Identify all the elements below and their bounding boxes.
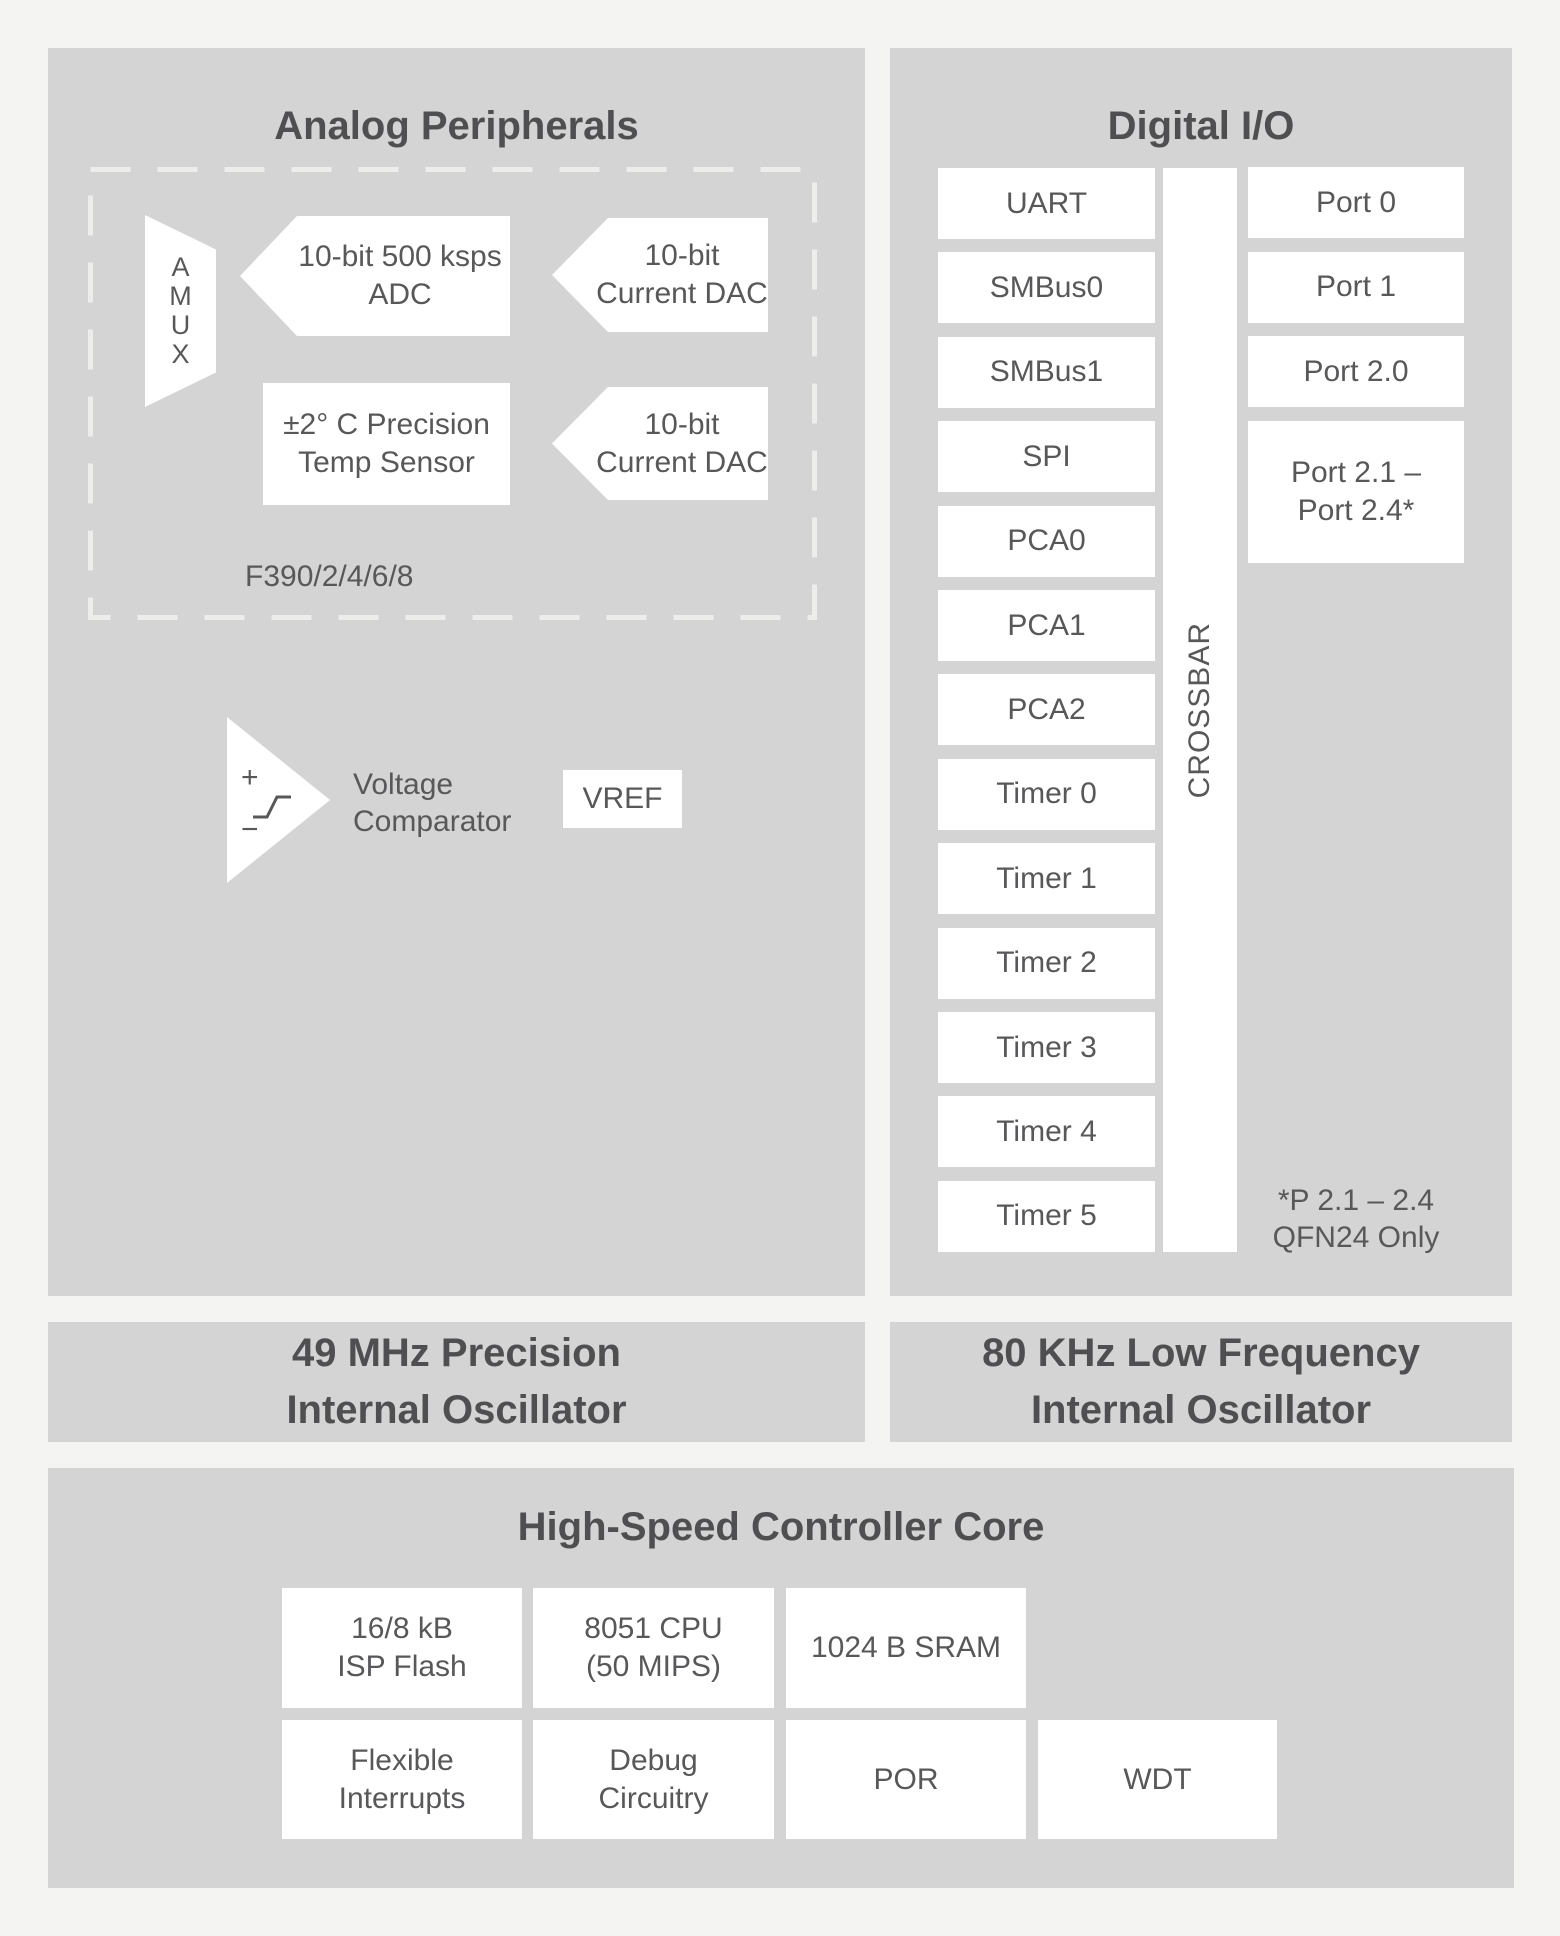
low-frequency-oscillator-label: 80 KHz Low Frequency Internal Oscillator	[982, 1331, 1420, 1432]
box-label: SMBus0	[989, 270, 1104, 304]
box-label: Timer 3	[996, 1030, 1097, 1064]
box-label: Debug Circuitry	[598, 1743, 709, 1815]
digital-io-panel: Digital I/O UART SMBus0 SMBus1 SPI PCA0 …	[890, 48, 1512, 1296]
box-label: Timer 0	[996, 777, 1097, 811]
box-label: PCA1	[1007, 608, 1086, 642]
box-port1: Port 1	[1248, 251, 1464, 323]
comparator-plus-sign: +	[241, 761, 259, 794]
box-timer5: Timer 5	[938, 1180, 1155, 1252]
precision-oscillator-bar: 49 MHz Precision Internal Oscillator	[48, 1322, 865, 1442]
hysteresis-icon	[253, 795, 291, 819]
box-wdt: WDT	[1038, 1720, 1277, 1839]
crossbar-bar: CROSSBAR	[1163, 168, 1237, 1252]
box-label: 1024 B SRAM	[810, 1631, 1002, 1664]
box-label: SPI	[1022, 439, 1071, 473]
box-label: Port 2.1 – Port 2.4*	[1290, 455, 1422, 527]
box-label: Port 2.0	[1303, 354, 1409, 388]
box-label: WDT	[1123, 1762, 1192, 1796]
family-label: F390/2/4/6/8	[245, 560, 414, 593]
box-port0: Port 0	[1248, 167, 1464, 238]
box-smbus0: SMBus0	[938, 252, 1155, 324]
adc-label: 10-bit 500 ksps ADC	[298, 240, 502, 311]
box-label: UART	[1005, 186, 1088, 220]
box-interrupts: Flexible Interrupts	[282, 1720, 522, 1839]
box-timer2: Timer 2	[938, 927, 1155, 999]
box-uart: UART	[938, 168, 1155, 239]
box-timer0: Timer 0	[938, 758, 1155, 830]
current-dac-2-label: 10-bit Current DAC	[596, 407, 768, 479]
box-sram: 1024 B SRAM	[786, 1588, 1026, 1708]
box-timer4: Timer 4	[938, 1096, 1155, 1168]
box-pca2: PCA2	[938, 674, 1155, 746]
box-isp-flash: 16/8 kB ISP Flash	[282, 1588, 522, 1708]
qfn24-footnote: *P 2.1 – 2.4 QFN24 Only	[1272, 1184, 1440, 1254]
controller-core-panel: High-Speed Controller Core 16/8 kB ISP F…	[48, 1468, 1514, 1888]
box-label: Timer 2	[996, 946, 1097, 980]
adc-box: 10-bit 500 ksps ADC	[240, 216, 510, 336]
box-por: POR	[786, 1720, 1026, 1839]
box-label: Timer 4	[996, 1114, 1097, 1148]
dashed-region-border	[88, 167, 817, 620]
low-frequency-oscillator-bar: 80 KHz Low Frequency Internal Oscillator	[890, 1322, 1512, 1442]
crossbar-label: CROSSBAR	[1183, 621, 1216, 799]
box-pca0: PCA0	[938, 505, 1155, 577]
box-smbus1: SMBus1	[938, 336, 1155, 408]
box-label: Port 0	[1315, 185, 1397, 219]
temp-sensor-label: ±2° C Precision Temp Sensor	[283, 408, 490, 479]
comparator-minus-sign: −	[241, 813, 259, 846]
box-label: SMBus1	[989, 355, 1104, 389]
box-debug: Debug Circuitry	[533, 1720, 774, 1839]
box-port2-1-to-2-4: Port 2.1 – Port 2.4*	[1248, 420, 1464, 563]
amux-label: A M U X	[169, 252, 192, 369]
box-timer1: Timer 1	[938, 843, 1155, 915]
box-port2-0: Port 2.0	[1248, 336, 1464, 407]
peripheral-column: UART SMBus0 SMBus1 SPI PCA0 PCA1 PCA2 Ti…	[938, 168, 1155, 1252]
box-spi: SPI	[938, 421, 1155, 493]
digital-io-title: Digital I/O	[1107, 104, 1295, 148]
box-label: POR	[873, 1762, 939, 1796]
box-pca1: PCA1	[938, 590, 1155, 662]
amux-shape: A M U X	[145, 215, 216, 407]
vref-label: VREF	[582, 782, 663, 815]
box-label: Flexible Interrupts	[338, 1743, 466, 1815]
box-label: Timer 5	[996, 1199, 1097, 1233]
box-timer3: Timer 3	[938, 1012, 1155, 1084]
analog-peripherals-title: Analog Peripherals	[274, 104, 639, 148]
box-label: PCA2	[1007, 692, 1086, 726]
temp-sensor-box: ±2° C Precision Temp Sensor	[263, 383, 510, 505]
precision-oscillator-label: 49 MHz Precision Internal Oscillator	[286, 1331, 627, 1432]
box-label: Port 1	[1315, 270, 1397, 303]
controller-core-title: High-Speed Controller Core	[517, 1505, 1045, 1549]
box-8051-cpu: 8051 CPU (50 MIPS)	[533, 1588, 774, 1708]
box-label: 16/8 kB ISP Flash	[337, 1612, 467, 1683]
comparator-triangle: + −	[227, 717, 330, 883]
vref-box: VREF	[563, 770, 682, 828]
box-label: PCA0	[1007, 524, 1086, 558]
current-dac-1-label: 10-bit Current DAC	[596, 239, 768, 310]
comparator-label: Voltage Comparator	[353, 768, 512, 838]
box-label: Timer 1	[996, 861, 1097, 895]
analog-peripherals-panel: Analog Peripherals A M U X 10-bit 500 ks…	[48, 48, 865, 1296]
box-label: 8051 CPU (50 MIPS)	[584, 1612, 723, 1683]
port-column: Port 0 Port 1 Port 2.0 Port 2.1 – Port 2…	[1248, 167, 1464, 563]
